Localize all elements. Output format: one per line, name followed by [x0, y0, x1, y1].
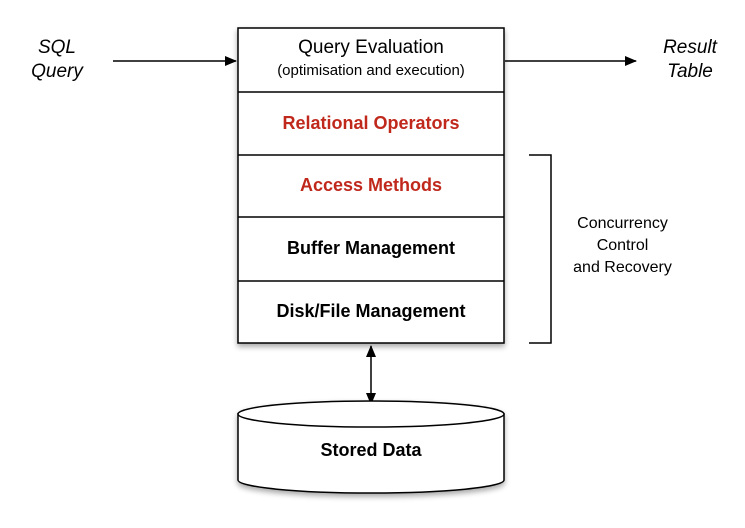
- sql-query-line1: SQL: [37, 37, 77, 58]
- result-table-line1: Result: [663, 37, 717, 58]
- layer-relational-operators: Relational Operators: [282, 113, 460, 133]
- layer-stack: [237, 27, 505, 344]
- layer-access-methods: Access Methods: [299, 175, 443, 195]
- query-evaluation-title: Query Evaluation: [298, 37, 444, 58]
- bracket: [529, 154, 552, 344]
- stored-data-label: Stored Data: [320, 440, 422, 460]
- result-table-line2: Table: [667, 61, 713, 82]
- sql-query-label: SQL Query: [22, 36, 92, 84]
- layer-query-evaluation: Query Evaluation (optimisation and execu…: [238, 37, 504, 80]
- sql-query-line2: Query: [31, 61, 83, 82]
- concurrency-line3: and Recovery: [573, 259, 672, 276]
- result-table-label: Result Table: [652, 36, 728, 84]
- layer-disk-file-management: Disk/File Management: [276, 301, 466, 321]
- concurrency-line2: Control: [596, 237, 649, 254]
- concurrency-line1: Concurrency: [577, 215, 668, 232]
- concurrency-control-label: Concurrency Control and Recovery: [555, 213, 690, 279]
- storage-cylinder: [237, 400, 505, 494]
- query-evaluation-subtitle: (optimisation and execution): [277, 62, 465, 79]
- layer-buffer-management: Buffer Management: [286, 238, 456, 258]
